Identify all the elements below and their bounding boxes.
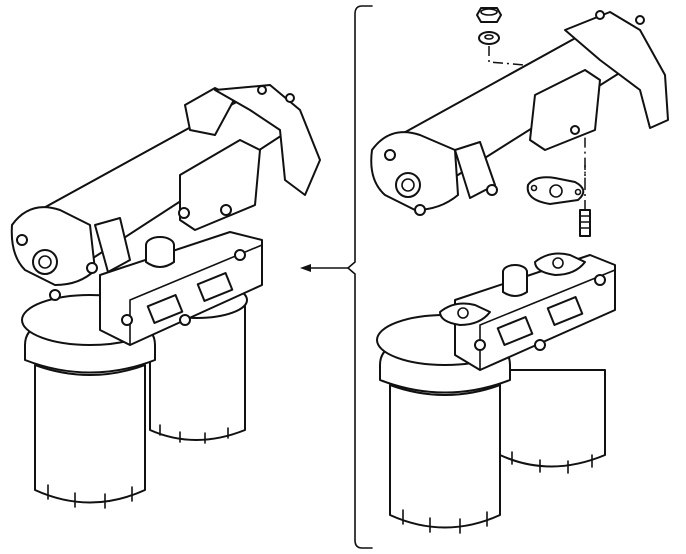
assembled-unit bbox=[10, 84, 321, 509]
filter-head-bracket-exploded bbox=[439, 252, 616, 371]
arrow-left-icon bbox=[300, 264, 311, 272]
rear-filter-canister-exploded bbox=[499, 369, 606, 474]
exploded-unit bbox=[370, 7, 669, 534]
nut bbox=[476, 7, 502, 23]
oil-cooler bbox=[10, 84, 321, 301]
oil-cooler-exploded bbox=[370, 10, 669, 216]
callout-bracket bbox=[300, 5, 373, 549]
washer bbox=[478, 31, 500, 45]
gasket bbox=[526, 176, 585, 205]
stud bbox=[579, 209, 591, 237]
filter-head-bracket bbox=[99, 231, 263, 346]
